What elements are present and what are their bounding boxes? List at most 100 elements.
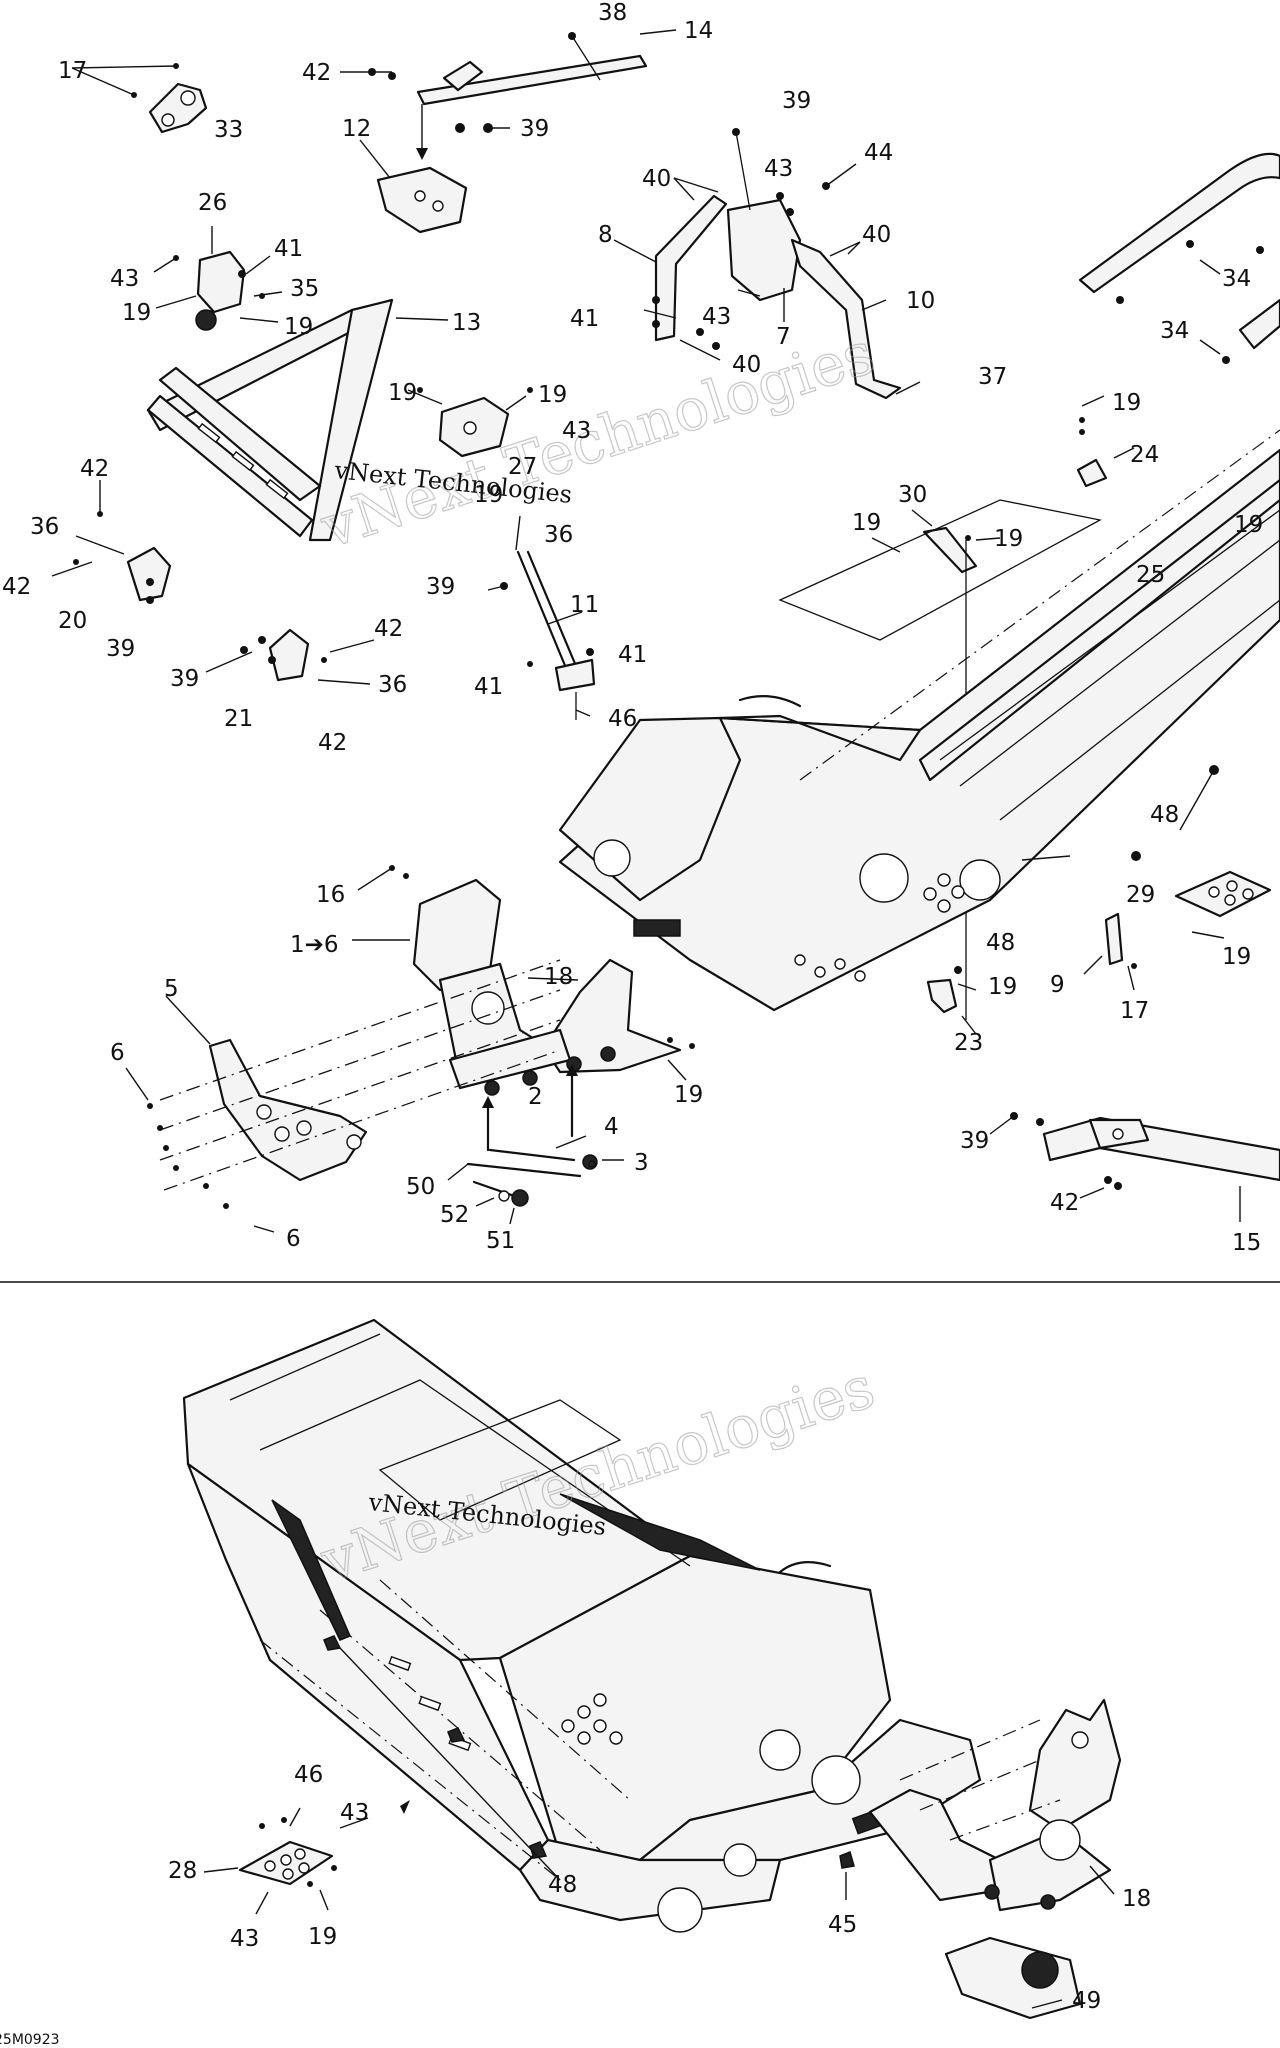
callout-27: 27 — [508, 454, 537, 480]
callout-19d: 19 — [538, 382, 567, 408]
parts-16-18-5-brackets — [125, 865, 695, 1233]
callout-19l: 19 — [674, 1082, 703, 1108]
part-34-bumper — [1078, 152, 1280, 364]
callout-26: 26 — [198, 190, 227, 216]
callout-39e: 39 — [170, 666, 199, 692]
callout-52: 52 — [440, 1202, 469, 1228]
callout-39a: 39 — [782, 88, 811, 114]
callout-43b: 43 — [110, 266, 139, 292]
callout-30: 30 — [898, 482, 927, 508]
callout-43c: 43 — [702, 304, 731, 330]
callout-6b: 6 — [286, 1226, 301, 1252]
callout-39f: 39 — [960, 1128, 989, 1154]
callout-17a: 17 — [58, 58, 87, 84]
part-29-step-plate — [1174, 870, 1272, 939]
callout-42c: 42 — [2, 574, 31, 600]
callout-7: 7 — [776, 324, 791, 350]
callout-48c: 48 — [548, 1872, 577, 1898]
part-13-a-frame — [146, 298, 449, 542]
callout-49: 49 — [1072, 1988, 1101, 2014]
callout-45: 45 — [828, 1912, 857, 1938]
callout-1-to-6: 1➔6 — [290, 932, 339, 958]
callout-11: 11 — [570, 592, 599, 618]
part-11-strut — [487, 515, 596, 720]
callout-48b: 48 — [986, 930, 1015, 956]
callout-19b: 19 — [284, 314, 313, 340]
watermark-top-group: vNext Technologies vNext Technologies — [312, 318, 883, 562]
watermark-ghost-top: vNext Technologies — [312, 319, 882, 562]
callout-28: 28 — [168, 1858, 197, 1884]
callout-42b: 42 — [80, 456, 109, 482]
callout-42d: 42 — [374, 616, 403, 642]
callout-19k: 19 — [988, 974, 1017, 1000]
part-28-step-plate — [203, 1800, 410, 1915]
callout-15: 15 — [1232, 1230, 1261, 1256]
callout-5: 5 — [164, 976, 179, 1002]
callout-36c: 36 — [378, 672, 407, 698]
callout-21: 21 — [224, 706, 253, 732]
callout-34a: 34 — [1222, 266, 1251, 292]
callout-19g: 19 — [852, 510, 881, 536]
callout-4: 4 — [604, 1114, 619, 1140]
callout-50: 50 — [406, 1174, 435, 1200]
callout-12: 12 — [342, 116, 371, 142]
callout-46a: 46 — [608, 706, 637, 732]
part-26-bracket — [153, 226, 283, 331]
callout-19e: 19 — [474, 482, 503, 508]
callout-44: 44 — [864, 140, 893, 166]
callout-labels: 38 14 17 33 42 39 12 39 44 40 43 8 40 26… — [2, 0, 1263, 2014]
callout-42a: 42 — [302, 60, 331, 86]
callout-3: 3 — [634, 1150, 649, 1176]
callout-19a: 19 — [122, 300, 151, 326]
callout-20: 20 — [58, 608, 87, 634]
callout-41a: 41 — [274, 236, 303, 262]
part-14-upper-bar — [340, 29, 677, 160]
callout-10: 10 — [906, 288, 935, 314]
callout-41b: 41 — [570, 306, 599, 332]
callout-34b: 34 — [1160, 318, 1189, 344]
callout-40b: 40 — [862, 222, 891, 248]
callout-17b: 17 — [1120, 998, 1149, 1024]
callout-8: 8 — [598, 222, 613, 248]
callout-24: 24 — [1130, 442, 1159, 468]
callout-33: 33 — [214, 117, 243, 143]
part-33-bracket — [71, 63, 208, 134]
callout-41c: 41 — [618, 642, 647, 668]
callout-41d: 41 — [474, 674, 503, 700]
part-15-rail — [989, 1112, 1280, 1222]
callout-19h: 19 — [994, 526, 1023, 552]
callout-13: 13 — [452, 310, 481, 336]
callout-40c: 40 — [732, 352, 761, 378]
callout-43e: 43 — [340, 1800, 369, 1826]
part-12-bracket — [359, 139, 468, 234]
callout-14: 14 — [684, 18, 713, 44]
callout-43a: 43 — [764, 156, 793, 182]
parts-9-23 — [926, 912, 1137, 1035]
callout-2: 2 — [528, 1084, 543, 1110]
callout-51: 51 — [486, 1228, 515, 1254]
callout-39b: 39 — [520, 116, 549, 142]
callout-19c: 19 — [388, 380, 417, 406]
callout-36a: 36 — [30, 514, 59, 540]
part-20-bracket — [51, 480, 172, 604]
bottom-assembled-view — [182, 1318, 1122, 2020]
callout-18b: 18 — [1122, 1886, 1151, 1912]
hardware-2-3-4-50-51-52 — [447, 1064, 624, 1225]
callout-18a: 18 — [544, 964, 573, 990]
callout-39d: 39 — [426, 574, 455, 600]
callout-48a: 48 — [1150, 802, 1179, 828]
part-45-bolt — [839, 1850, 855, 1900]
callout-42e: 42 — [318, 730, 347, 756]
main-chassis-top — [558, 429, 1280, 1012]
callout-6a: 6 — [110, 1040, 125, 1066]
callout-19f: 19 — [1112, 390, 1141, 416]
callout-16: 16 — [316, 882, 345, 908]
callout-19i: 19 — [1234, 512, 1263, 538]
top-exploded-view — [51, 29, 1280, 1233]
callout-19j: 19 — [1222, 944, 1251, 970]
part-48-plugs — [323, 1635, 561, 1881]
callout-39c: 39 — [106, 636, 135, 662]
parts-18-49-front-bracket — [868, 1698, 1122, 2020]
